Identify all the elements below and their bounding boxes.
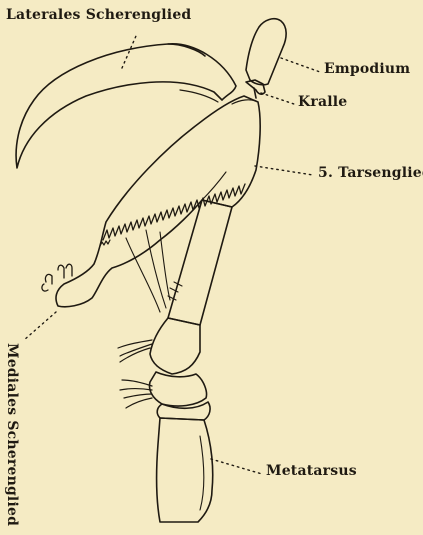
label-lateral-claw: Laterales Scherenglied: [6, 8, 191, 22]
empodium: [246, 19, 286, 85]
leader-metatarsus: [211, 459, 262, 474]
leader-lateral: [122, 36, 136, 68]
chela-teeth: [103, 184, 245, 240]
tarsus-joint: [232, 100, 258, 104]
label-empodium: Empodium: [324, 62, 410, 76]
label-tarsus: 5. Tarsenglied: [318, 166, 423, 180]
metatarsus-segment: [157, 418, 213, 522]
leader-empodium: [281, 58, 320, 72]
medial-tip-bristles: [42, 264, 72, 291]
label-medial-claw: Mediales Scherenglied: [5, 343, 19, 526]
joint-bristles: [118, 340, 152, 408]
leader-tarsus: [255, 166, 313, 175]
segment-2: [150, 372, 207, 406]
segment-3: [150, 318, 200, 374]
segment-4: [168, 200, 232, 325]
leader-lines: [24, 36, 320, 474]
metatarsus-inner: [200, 436, 204, 510]
label-kralle: Kralle: [298, 95, 347, 109]
tarsus-5: [56, 96, 260, 307]
lateral-chela-finger: [16, 44, 236, 168]
segment-1: [157, 402, 210, 420]
leader-medial: [24, 312, 56, 340]
leader-kralle: [261, 93, 294, 104]
label-metatarsus: Metatarsus: [266, 464, 357, 478]
